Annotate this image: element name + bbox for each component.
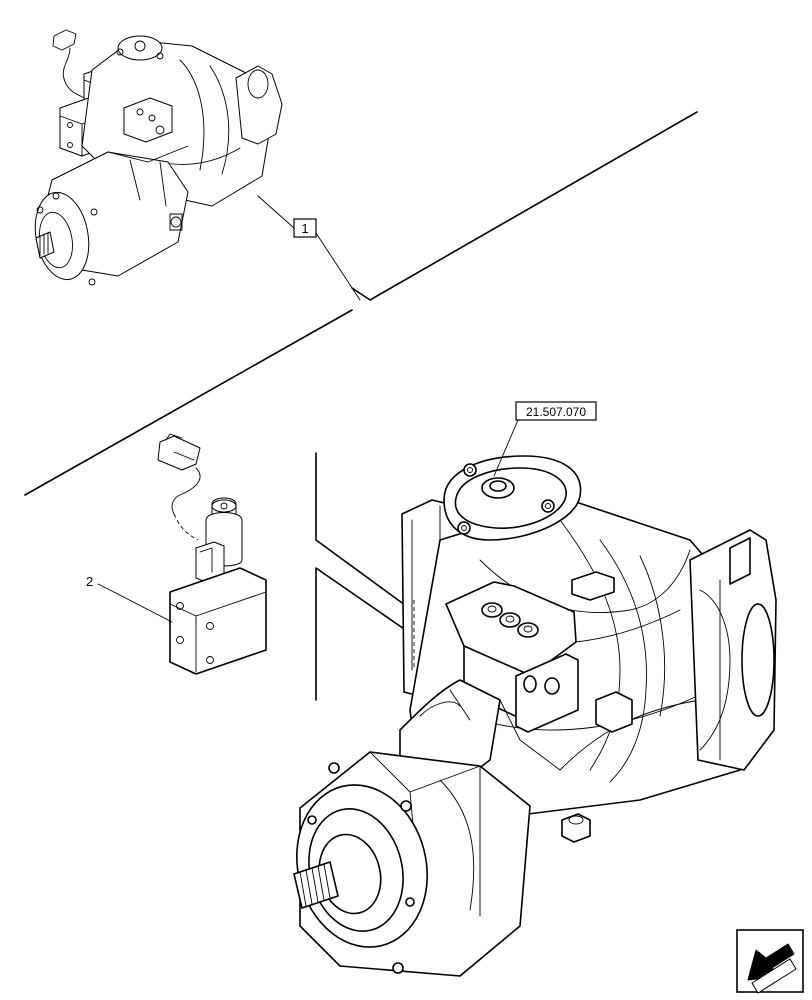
- pump-assembly-overview-drawing: [34, 29, 283, 286]
- section-divider: [24, 111, 698, 496]
- next-page-arrow-icon[interactable]: [736, 929, 804, 994]
- reference-leader: [493, 419, 519, 477]
- pump-assembly-detail-drawing: [293, 455, 777, 977]
- callout-1-leaders: [257, 195, 361, 301]
- callout-2[interactable]: 2: [86, 574, 93, 589]
- callout-2-leader: [97, 583, 173, 623]
- callout-2-label: 2: [86, 574, 93, 589]
- solenoid-valve-drawing: [157, 433, 267, 675]
- callout-1-label: 1: [301, 221, 308, 236]
- reference-number-label: 21.507.070: [526, 405, 586, 419]
- projection-guide-lines: [315, 452, 421, 701]
- reference-callout[interactable]: 21.507.070: [515, 401, 597, 421]
- callout-box-1[interactable]: 1: [293, 218, 317, 238]
